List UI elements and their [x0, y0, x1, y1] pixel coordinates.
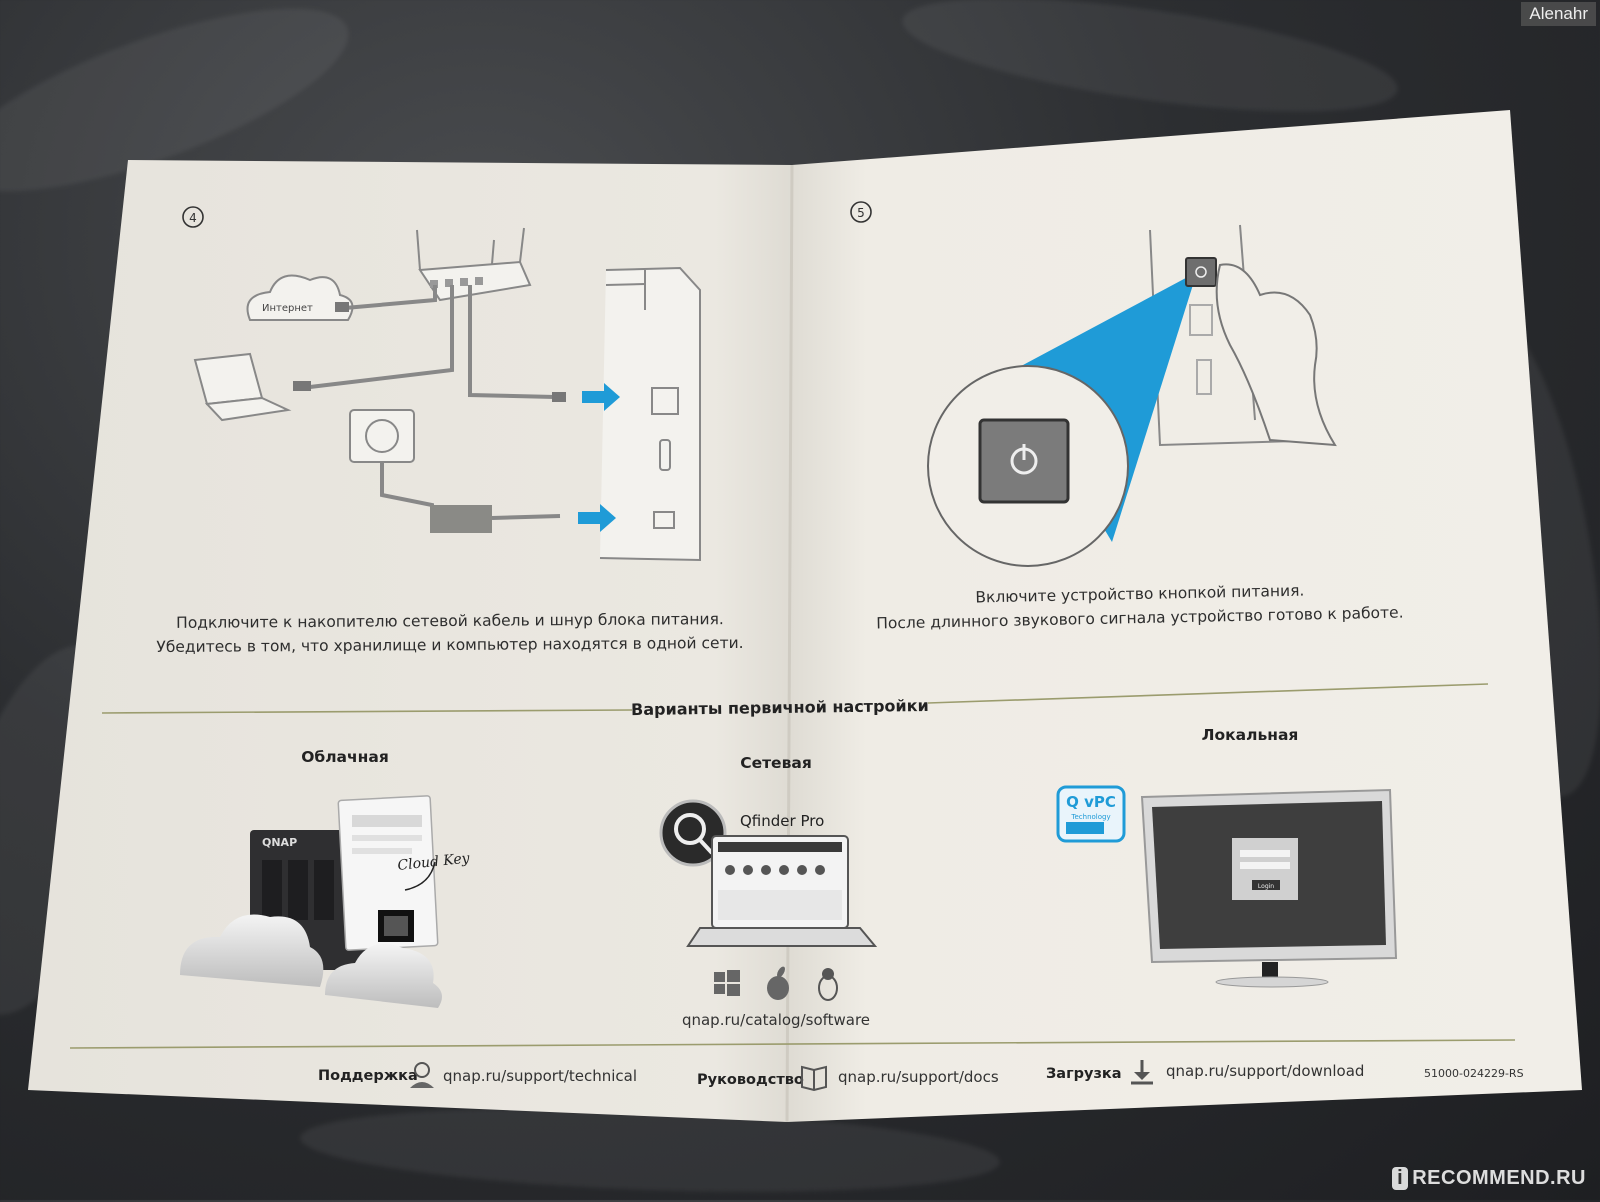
section-rule-left [101, 709, 633, 714]
step-5-badge: 5 [850, 201, 872, 223]
section-rule-right [927, 683, 1489, 704]
footer-support: Поддержка qnap.ru/support/technical [318, 1062, 637, 1088]
cloud-icon [180, 914, 324, 987]
site-watermark-text: RECOMMEND.RU [1412, 1167, 1586, 1189]
qvpc-badge-icon [1056, 785, 1126, 843]
qvpc-technology-label: Technology [1070, 813, 1110, 821]
book-icon [801, 1065, 827, 1092]
footer-rule [69, 1039, 1516, 1049]
svg-text:5: 5 [857, 206, 865, 220]
step-4-caption-line1: Подключите к накопителю сетевой кабель и… [176, 610, 724, 632]
blue-arrow-icon [578, 504, 616, 532]
laptop-icon [193, 352, 264, 406]
setup-heading: Варианты первичной настройки [631, 696, 929, 719]
footer-download: Загрузка qnap.ru/support/download 51000-… [1046, 1060, 1524, 1085]
svg-text:4: 4 [189, 211, 197, 225]
internet-cloud-icon [246, 274, 354, 321]
hand-icon [1215, 263, 1337, 447]
download-arrow-icon [1131, 1060, 1153, 1085]
hdmi-port-icon [659, 439, 671, 471]
login-button-label: Login [1258, 883, 1274, 890]
docs-label: Руководство [697, 1072, 804, 1088]
cloud-setup-illustration: QNAP [180, 795, 442, 1008]
linux-icon [818, 968, 838, 1001]
internet-label: Интернет [262, 303, 313, 314]
support-label: Поддержка [318, 1068, 418, 1084]
docs-link[interactable]: qnap.ru/support/docs [838, 1068, 999, 1086]
blue-arrow-icon [582, 383, 620, 411]
local-option-title: Локальная [1202, 726, 1299, 744]
document-code: 51000-024229-RS [1424, 1067, 1524, 1080]
step-4-caption-line2: Убедитесь в том, что хранилище и компьют… [156, 634, 743, 656]
qfinder-illustration [659, 799, 878, 947]
network-option-title: Сетевая [740, 754, 812, 772]
cloud-icon [325, 943, 442, 1008]
monitor-illustration [1140, 788, 1398, 988]
connection-diagram [193, 227, 701, 562]
footer-docs: Руководство qnap.ru/support/docs [697, 1065, 999, 1092]
power-button-diagram [927, 224, 1337, 567]
power-adapter-icon [430, 505, 492, 533]
download-label: Загрузка [1046, 1066, 1122, 1082]
cloud-key-label: Cloud Key [397, 850, 472, 874]
support-agent-icon [410, 1062, 434, 1088]
nas-rear-panel [599, 266, 701, 562]
qvpc-label: Q vPC [1066, 793, 1116, 811]
qnap-logo: QNAP [262, 836, 297, 849]
page-fold [785, 164, 794, 1123]
support-link[interactable]: qnap.ru/support/technical [443, 1067, 637, 1085]
power-button-icon [978, 418, 1070, 504]
software-catalog-link[interactable]: qnap.ru/catalog/software [682, 1011, 870, 1029]
dc-port-icon [653, 511, 675, 529]
os-icons [714, 966, 838, 1001]
cloud-option-title: Облачная [301, 748, 389, 766]
ethernet-port-icon [651, 387, 679, 415]
qfinder-pro-label: Qfinder Pro [740, 812, 824, 830]
download-link[interactable]: qnap.ru/support/download [1166, 1062, 1364, 1080]
author-watermark: Alenahr [1521, 2, 1596, 26]
power-socket-icon [349, 409, 415, 463]
apple-icon [767, 966, 789, 1000]
step-4-badge: 4 [182, 206, 204, 228]
site-logo-icon: i [1392, 1167, 1409, 1190]
windows-icon [714, 970, 740, 996]
